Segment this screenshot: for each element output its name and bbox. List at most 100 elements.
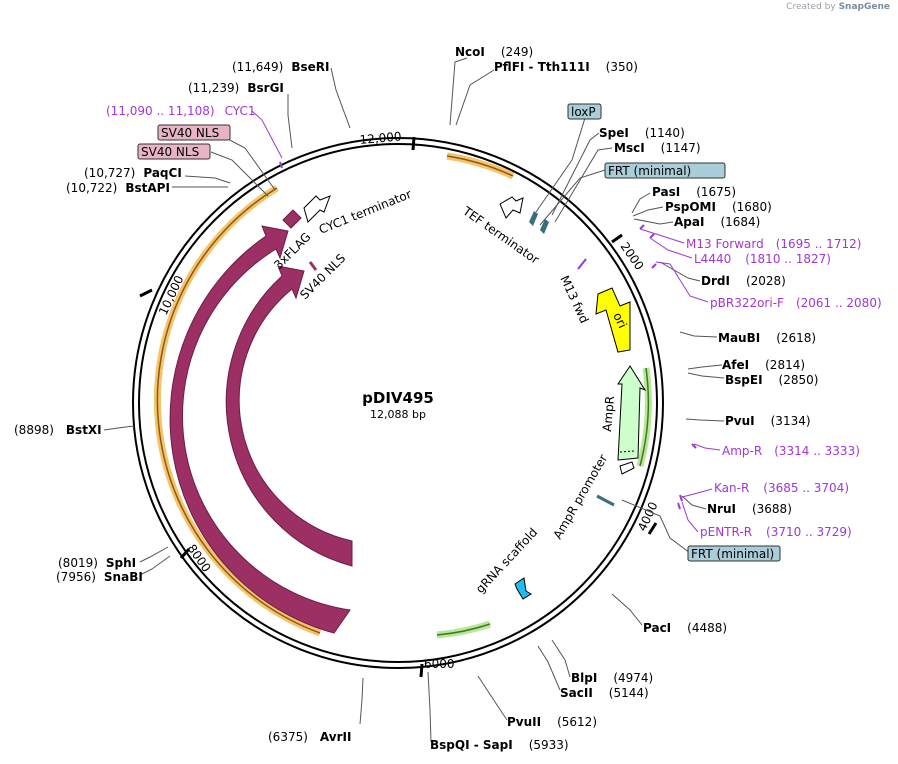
boxed-feature-sv40-2: SV40 NLS <box>137 143 211 160</box>
primer-pbr322-name: pBR322ori-F <box>710 296 784 310</box>
enzyme-pasi-pos: (1675) <box>696 185 736 199</box>
snapgene-credit: Created by SnapGene <box>786 2 890 12</box>
leader-ampr <box>693 443 721 451</box>
cas9-arrow-outer <box>169 225 351 634</box>
enzyme-bseri-pos: (11,649) <box>232 60 283 74</box>
enzyme-blpi-name: BlpI <box>571 671 597 685</box>
enzyme-snabi-pos: (7956) <box>56 570 96 584</box>
leader-frt1 <box>539 169 606 226</box>
cas9-arrow-inner <box>225 265 353 567</box>
primer-pbr322: pBR322ori-F(2061 .. 2080) <box>710 296 882 310</box>
primer-marks <box>279 161 697 510</box>
enzyme-pspomi-pos: (1680) <box>732 200 772 214</box>
grna-green-arc-core <box>436 623 491 636</box>
plasmid-size: 12,088 bp <box>370 408 426 421</box>
primer-m13forward-range: (1695 .. 1712) <box>776 237 862 251</box>
enzyme-avrii-name: AvrII <box>320 730 352 744</box>
ampr-promoter-mark <box>596 494 615 507</box>
enzyme-msci-pos: (1147) <box>661 141 701 155</box>
enzyme-pvuii: PvuII(5612) <box>507 715 597 729</box>
enzyme-apai-name: ApaI <box>674 215 704 229</box>
enzyme-snabi-name: SnaBI <box>104 570 143 584</box>
flag-tag-shape <box>282 209 302 229</box>
mark-m13forward <box>639 224 645 230</box>
sv40-nls-mark <box>308 261 318 271</box>
enzyme-blpi: BlpI(4974) <box>571 671 653 685</box>
credit-prefix: Created by <box>786 2 836 12</box>
enzyme-bseri: (11,649)BseRI <box>232 60 330 74</box>
leader-pvuii <box>477 675 508 721</box>
enzyme-bstapi-pos: (10,722) <box>66 181 117 195</box>
enzyme-avrii-pos: (6375) <box>268 730 308 744</box>
enzyme-nrui: NruI(3688) <box>707 502 792 516</box>
tick-6000 <box>419 663 424 678</box>
enzyme-bstxi-name: BstXI <box>66 423 102 437</box>
enzyme-drdi: DrdI (2028) <box>701 274 786 288</box>
tick-2000 <box>611 233 623 244</box>
enzyme-drdi-pos: (2028) <box>746 274 786 288</box>
leader-pentr <box>681 501 699 533</box>
enzyme-bstxi-pos: (8898) <box>14 423 54 437</box>
leader-pbr322 <box>655 261 709 303</box>
enzyme-bspqi-name: BspQI - SapI <box>430 738 513 752</box>
primer-m13forward: M13 Forward (1695 .. 1712) <box>686 237 861 251</box>
leader-l4440 <box>649 237 693 259</box>
frt2-box-label: FRT (minimal) <box>691 547 774 561</box>
enzyme-bspei-pos: (2850) <box>779 373 819 387</box>
enzyme-labels: NcoI(249) PflFI - Tth111I(350) SpeI(1140… <box>14 45 818 752</box>
enzyme-bstapi-name: BstAPI <box>125 181 170 195</box>
enzyme-pasi-name: PasI <box>652 185 680 199</box>
backbone-outer-circle <box>132 137 664 669</box>
ori-arrow <box>595 287 631 353</box>
leader-nrui <box>681 495 707 510</box>
tef-terminator-label: TEF terminator <box>459 203 541 266</box>
sv40-2-box-label: SV40 NLS <box>141 145 199 159</box>
leader-sacii <box>537 645 561 691</box>
enzyme-pflfi: PflFI - Tth111I(350) <box>494 60 638 74</box>
primer-pentr-name: pENTR-R <box>700 525 752 539</box>
mark-ampr <box>691 443 697 449</box>
enzyme-paci-name: PacI <box>643 621 671 635</box>
enzyme-bstxi: (8898) BstXI <box>14 423 102 437</box>
tick-12000 <box>411 136 416 151</box>
primer-labels: M13 Forward (1695 .. 1712) L4440 (1810 .. … <box>106 104 882 539</box>
enzyme-pvui-name: PvuI <box>725 414 755 428</box>
enzyme-ncoi-name: NcoI <box>455 45 485 59</box>
leader-pflfi <box>455 69 495 126</box>
mark-cyc1 <box>279 161 283 169</box>
sv40-1-box <box>157 124 231 141</box>
primer-l4440-range: (1810 .. 1827) <box>745 252 831 266</box>
snapgene-logo: SnapGene <box>838 2 890 12</box>
enzyme-maubi-name: MauBI <box>718 331 760 345</box>
ampr-label: AmpR <box>600 395 617 432</box>
boxed-feature-loxp: loxP <box>567 103 602 120</box>
enzyme-paci-pos: (4488) <box>687 621 727 635</box>
frt2-box <box>687 545 781 562</box>
enzyme-drdi-name: DrdI <box>701 274 730 288</box>
enzyme-nrui-name: NruI <box>707 502 736 516</box>
primer-m13forward-name: M13 Forward <box>686 237 764 251</box>
enzyme-pflfi-name: PflFI - Tth111I <box>494 60 590 74</box>
cyc1-terminator-label: CYC1 terminator <box>317 187 414 237</box>
enzyme-spei: SpeI(1140) <box>599 126 685 140</box>
enzyme-paqci-pos: (10,727) <box>84 166 135 180</box>
enzyme-pvui: PvuI(3134) <box>725 414 811 428</box>
primer-l4440-name: L4440 <box>694 252 731 266</box>
tick-8000 <box>179 548 191 559</box>
primer-ampr-range: (3314 .. 3333) <box>774 444 860 458</box>
primer-ampr-name: Amp-R <box>722 444 762 458</box>
leader-sv40-1 <box>223 136 276 191</box>
leader-bspqi <box>427 671 432 743</box>
enzyme-paci: PacI (4488) <box>643 621 727 635</box>
leader-paqci <box>184 175 231 184</box>
sv40-1-box-label: SV40 NLS <box>161 126 219 140</box>
mark-pentr <box>677 502 681 510</box>
leader-bseri <box>330 67 351 129</box>
frt1-box <box>604 162 726 179</box>
enzyme-bsrgi-pos: (11,239) <box>188 81 239 95</box>
leader-lines <box>103 57 725 743</box>
leader-pvui <box>685 418 725 422</box>
primer-kanr-name: Kan-R <box>714 481 749 495</box>
enzyme-apai: ApaI(1684) <box>674 215 760 229</box>
leader-loxp <box>535 117 586 213</box>
